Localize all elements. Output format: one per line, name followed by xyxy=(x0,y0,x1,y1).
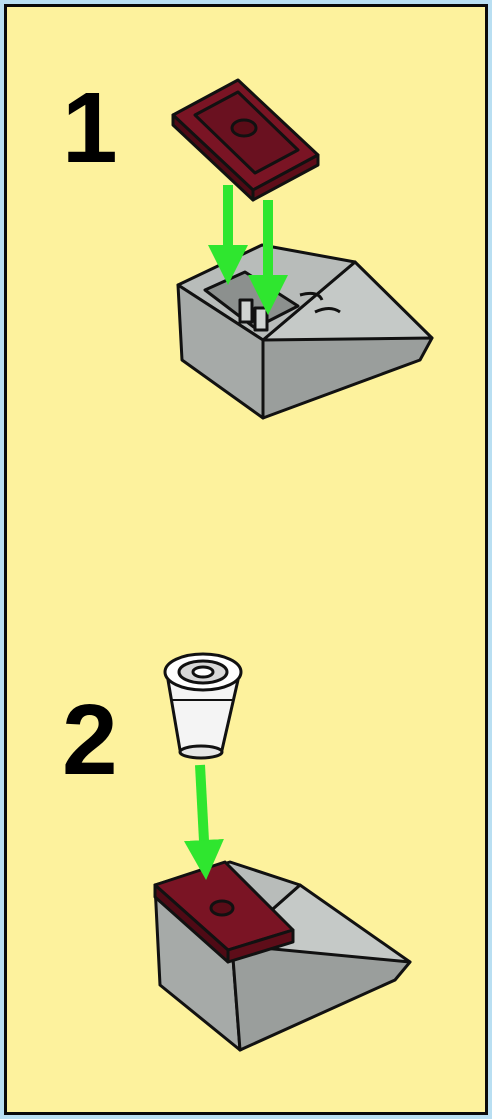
down-arrow-icon xyxy=(200,765,205,860)
cone-piece-icon xyxy=(165,654,241,758)
slope-brick-icon xyxy=(178,245,432,418)
tile-1x2-icon xyxy=(173,80,318,200)
